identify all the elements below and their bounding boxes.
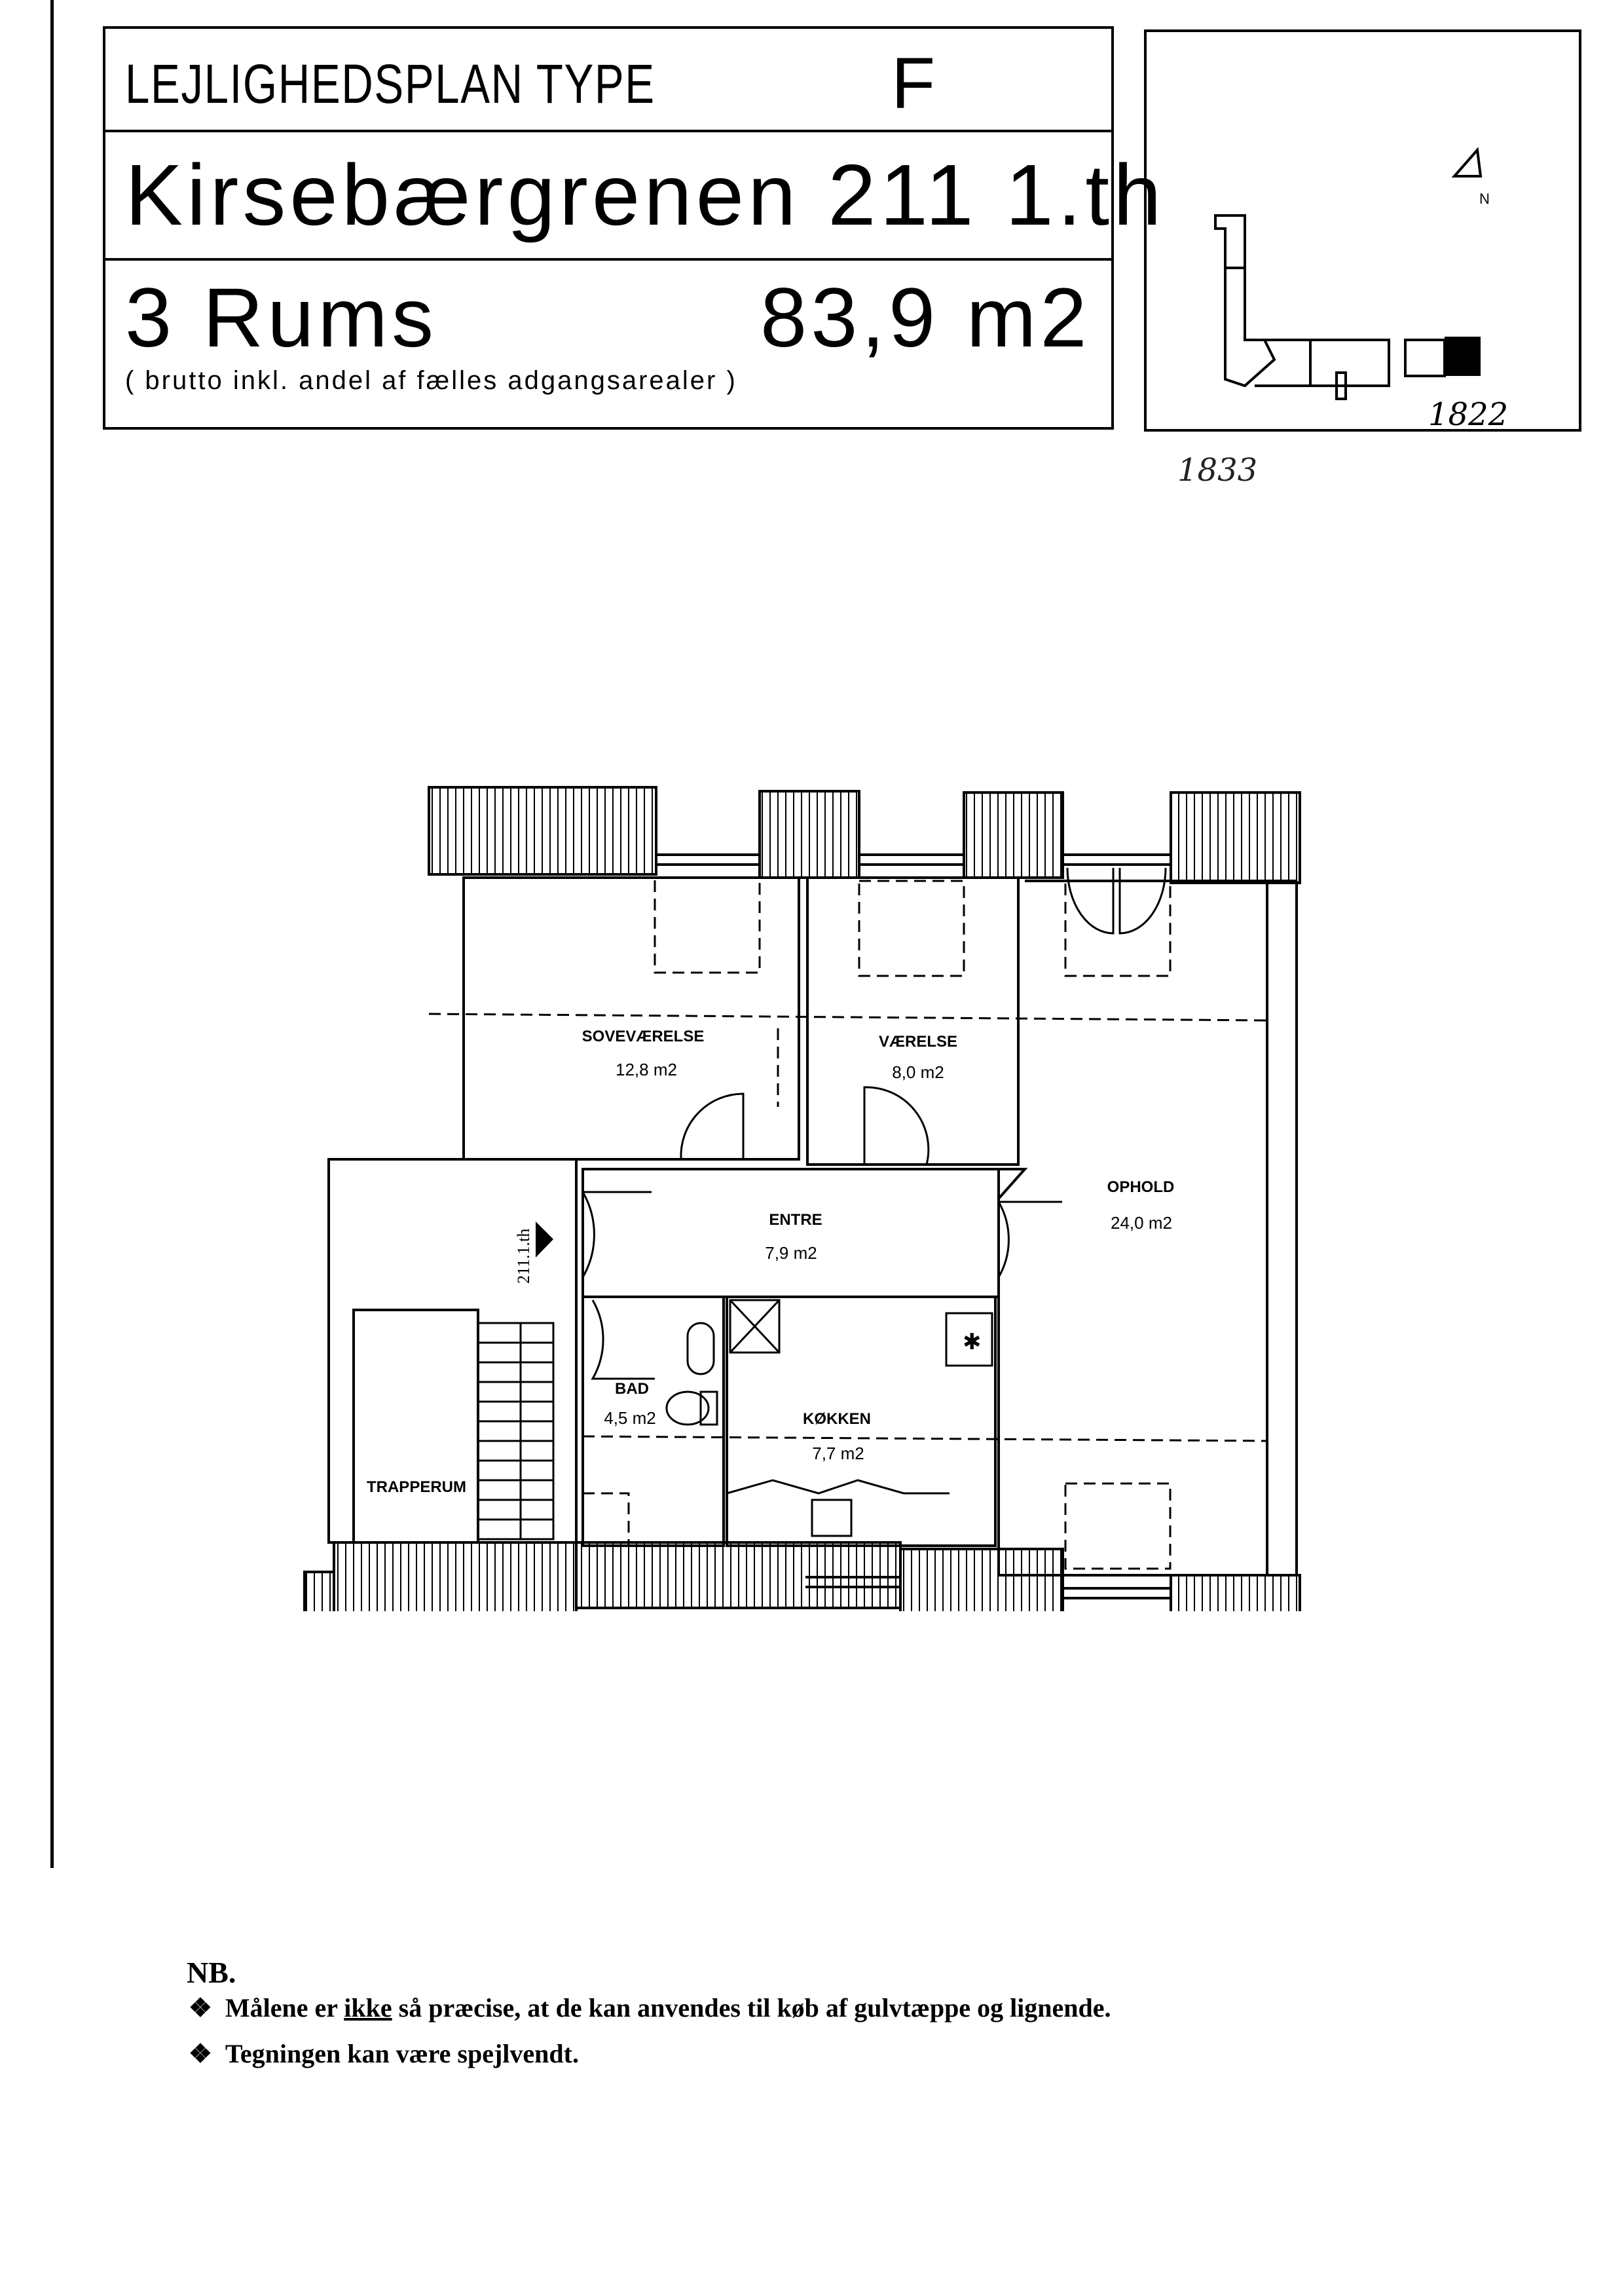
north-label: N — [1479, 191, 1490, 207]
dashed-lines — [428, 876, 1268, 1570]
handwritten-1833: 1833 — [1177, 452, 1258, 489]
area-note: ( brutto inkl. andel af fælles adgangsar… — [125, 366, 737, 395]
room-name-sovevaerelse: SOVEVÆRELSE — [582, 1028, 705, 1045]
address-row: Kirsebærgrenen 211 1.th — [105, 132, 1161, 261]
floor-plan: ✱ 211.1.th SOVEVÆRELSE 12,8 m2 VÆRELSE 8… — [303, 786, 1301, 1611]
site-building-row — [1245, 339, 1390, 387]
stairs — [477, 1322, 555, 1540]
walls — [327, 853, 1298, 1599]
room-name-bad: BAD — [615, 1380, 649, 1398]
room-area-vaerelse: 8,0 m2 — [892, 1062, 944, 1082]
room-area-entre: 7,9 m2 — [765, 1243, 817, 1263]
margin-line — [50, 0, 54, 1868]
stove-icon: ✱ — [963, 1330, 982, 1354]
entrance-arrow-icon — [536, 1222, 553, 1258]
room-name-vaerelse: VÆRELSE — [879, 1033, 957, 1051]
title-block: LEJLIGHEDSPLAN TYPE F Kirsebærgrenen 211… — [103, 26, 1161, 430]
nb-item: ❖ Tegningen kan være spejlvendt. — [189, 2039, 579, 2068]
plan-type-letter: F — [891, 43, 936, 124]
room-area-sovevaerelse: 12,8 m2 — [616, 1060, 677, 1079]
north-arrow-icon — [1451, 147, 1483, 177]
plan-type-title: LEJLIGHEDSPLAN TYPE — [125, 53, 655, 115]
room-name-trapperum: TRAPPERUM — [367, 1478, 466, 1496]
bullet-icon: ❖ — [189, 1993, 212, 2023]
current-unit-marker — [1445, 337, 1481, 376]
room-area-ophold: 24,0 m2 — [1111, 1213, 1172, 1233]
room-count: 3 Rums — [125, 271, 437, 365]
site-building-wing — [1214, 214, 1276, 388]
site-building-current — [1404, 339, 1446, 377]
room-name-entre: ENTRE — [769, 1211, 822, 1229]
nb-item: ❖ Målene er ikke så præcise, at de kan a… — [189, 1993, 1111, 2023]
room-area-kokken: 7,7 m2 — [812, 1444, 864, 1463]
total-area: 83,9 m2 — [760, 271, 1091, 365]
unit-label: 211.1.th — [514, 1229, 533, 1284]
nb-heading: NB. — [187, 1956, 236, 1989]
title-row: LEJLIGHEDSPLAN TYPE F — [105, 29, 1111, 132]
doors: ✱ — [581, 867, 1167, 1537]
room-name-ophold: OPHOLD — [1107, 1178, 1175, 1196]
address: Kirsebærgrenen 211 1.th — [125, 147, 1166, 243]
site-plan-drawing: N 1822 — [1214, 147, 1508, 433]
room-area-bad: 4,5 m2 — [604, 1408, 656, 1428]
handwritten-1822: 1822 — [1428, 396, 1508, 429]
site-plan-box: N 1822 — [1144, 29, 1581, 433]
room-name-kokken: KØKKEN — [803, 1410, 871, 1428]
bullet-icon: ❖ — [189, 2039, 212, 2068]
